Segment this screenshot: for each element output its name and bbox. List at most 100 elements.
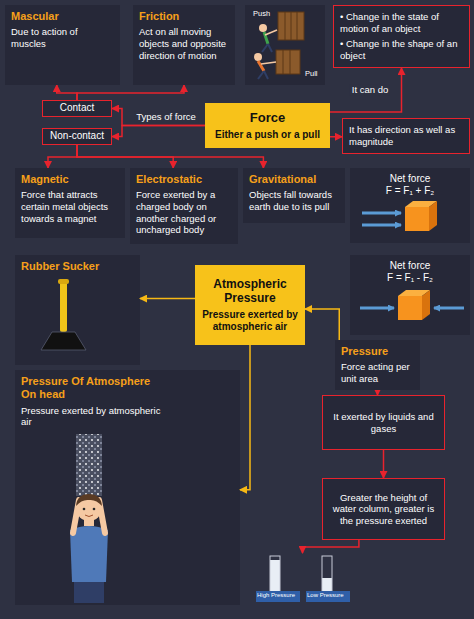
pull-figure bbox=[258, 71, 264, 79]
concept-box: ElectrostaticForce exerted by a charged … bbox=[130, 168, 238, 244]
concept-box: FrictionAct on all moving objects and op… bbox=[133, 5, 235, 85]
key-box: It has direction as well as magnitude bbox=[342, 118, 470, 154]
person-figure bbox=[93, 508, 96, 511]
picture-panel: High PressureLow Pressure bbox=[250, 553, 355, 605]
box-text: Greater the height of water column, grea… bbox=[329, 492, 438, 527]
pressure-tubes bbox=[256, 556, 350, 602]
box-heading: Magnetic bbox=[21, 173, 119, 186]
connector-arrow bbox=[330, 136, 342, 138]
rubber-sucker bbox=[41, 332, 86, 350]
rubber-sucker bbox=[58, 279, 69, 284]
pull-figure bbox=[254, 53, 262, 61]
box-text: Pressure exerted by atmospheric air bbox=[21, 405, 171, 428]
pull-figure bbox=[264, 71, 268, 79]
connector-arrow bbox=[383, 450, 385, 478]
connector-arrow bbox=[303, 540, 359, 553]
force-cube bbox=[429, 201, 437, 231]
person-figure bbox=[85, 515, 93, 517]
pressure-tubes bbox=[322, 578, 332, 592]
force-cube bbox=[362, 212, 401, 215]
force-cube bbox=[360, 307, 394, 310]
push-figure bbox=[268, 44, 272, 52]
connector-arrow bbox=[140, 298, 195, 300]
push-figure bbox=[291, 12, 292, 40]
force-cube bbox=[422, 290, 430, 320]
concept-box: MagneticForce that attracts certain meta… bbox=[15, 168, 125, 238]
box-heading: Mascular bbox=[11, 10, 114, 23]
connector-arrow bbox=[240, 345, 250, 490]
box-heading: Rubber Sucker bbox=[21, 260, 134, 273]
picture-panel bbox=[245, 5, 325, 85]
connector-arrow bbox=[48, 145, 77, 168]
connector-arrow bbox=[330, 68, 402, 112]
pressure-tubes bbox=[306, 591, 350, 602]
pull-figure bbox=[258, 61, 264, 71]
box-text: It exerted by liquids and gases bbox=[329, 411, 438, 434]
box-text: • Change in the shape of an object bbox=[340, 38, 463, 61]
picture-panel bbox=[15, 255, 140, 365]
connector-arrow bbox=[112, 109, 205, 126]
person-figure bbox=[70, 494, 108, 603]
push-figure bbox=[285, 12, 286, 40]
pressure-tubes bbox=[322, 556, 332, 592]
box-text: Force exerted by a charged body on anoth… bbox=[136, 189, 232, 235]
box-heading: Pressure bbox=[341, 345, 414, 358]
water-column bbox=[76, 434, 102, 496]
key-box: • Change in the state of motion of an ob… bbox=[333, 5, 470, 68]
force-cube bbox=[360, 290, 464, 320]
connector-arrow bbox=[305, 309, 339, 340]
push-figure bbox=[297, 12, 298, 40]
box-text: Force acting per unit area bbox=[341, 361, 414, 384]
box-text: Due to action of muscles bbox=[11, 26, 114, 49]
key-box: Non-contact bbox=[42, 128, 112, 145]
push-figure bbox=[262, 44, 268, 52]
key-box: Greater the height of water column, grea… bbox=[322, 478, 445, 540]
push-figure bbox=[259, 24, 267, 32]
picture-panel bbox=[350, 255, 470, 335]
pull-figure bbox=[290, 50, 291, 74]
pull-figure bbox=[261, 62, 276, 64]
highlight-box: ForceEither a push or a pull bbox=[205, 103, 330, 148]
box-text: It has direction as well as magnitude bbox=[349, 124, 463, 147]
box-text: • Change in the state of motion of an ob… bbox=[340, 11, 463, 34]
push-figure bbox=[278, 12, 304, 40]
water-column bbox=[76, 434, 102, 496]
pull-figure bbox=[283, 50, 284, 74]
concept-box: MascularDue to action of muscles bbox=[5, 5, 120, 85]
box-heading: Friction bbox=[139, 10, 229, 23]
box-text: High Pressure bbox=[257, 592, 295, 599]
force-cube bbox=[405, 207, 429, 231]
force-cube bbox=[434, 307, 464, 310]
connector-arrow bbox=[77, 145, 263, 168]
person-figure bbox=[83, 508, 86, 511]
box-text: Act on all moving objects and opposite d… bbox=[139, 26, 229, 61]
box-heading: Force bbox=[211, 110, 324, 126]
pressure-tubes bbox=[256, 591, 300, 602]
pull-figure bbox=[276, 50, 300, 74]
box-text: Push bbox=[253, 9, 270, 18]
water-column bbox=[76, 434, 102, 496]
picture-panel bbox=[350, 168, 470, 243]
box-text: F = F₁ + F₂ bbox=[356, 185, 464, 197]
box-text: F = F₁ - F₂ bbox=[356, 272, 464, 284]
box-text: Pressure exerted by atmospheric air bbox=[201, 309, 299, 333]
picture-panel: Net forceF = F₁ - F₂ bbox=[350, 255, 470, 335]
pull-figure bbox=[254, 50, 300, 79]
connector-arrow bbox=[77, 85, 184, 100]
pressure-tubes bbox=[270, 560, 280, 592]
key-box: Contact bbox=[42, 100, 112, 117]
box-text: Non-contact bbox=[46, 130, 108, 142]
box-text: Net force bbox=[356, 173, 464, 185]
force-cube bbox=[362, 201, 437, 231]
highlight-box: Atmospheric PressurePressure exerted by … bbox=[195, 265, 305, 345]
force-cube bbox=[398, 296, 422, 320]
connector-arrow bbox=[57, 85, 77, 100]
key-box: It exerted by liquids and gases bbox=[322, 395, 445, 450]
box-text: Contact bbox=[46, 102, 108, 114]
person-figure bbox=[70, 526, 108, 582]
pressure-tubes bbox=[270, 556, 280, 592]
picture-panel: Rubber Sucker bbox=[15, 255, 140, 365]
box-heading: Atmospheric Pressure bbox=[201, 277, 299, 306]
picture-panel: Net forceF = F₁ + F₂ bbox=[350, 168, 470, 243]
